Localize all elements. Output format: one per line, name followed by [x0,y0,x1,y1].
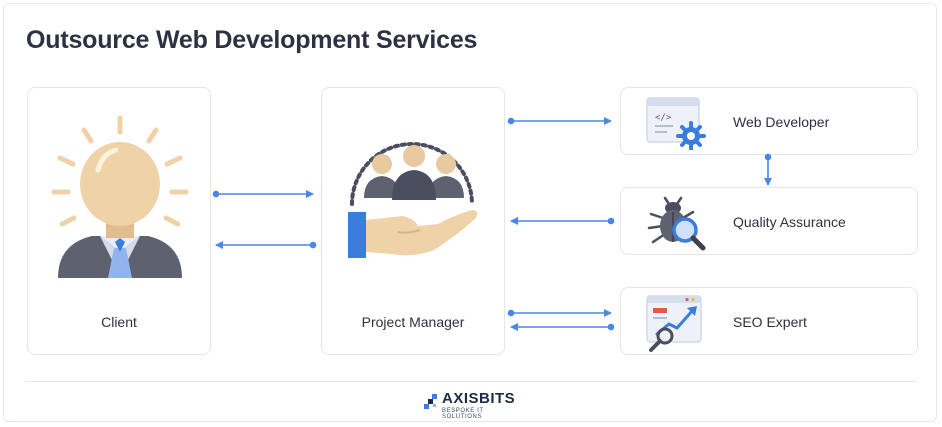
quality-assurance-card: Quality Assurance [620,187,918,255]
seo-expert-label: SEO Expert [733,314,807,330]
footer-divider [26,381,916,382]
logo-name: AXISBITS [442,390,516,407]
logo-mark-icon [424,394,437,409]
arrow-seo-to-pm [510,323,615,331]
page-title: Outsource Web Development Services [26,26,478,54]
code-gear-icon: </> [643,96,709,151]
arrow-web-developer-to-qa [764,153,772,186]
client-card: Client [27,87,211,355]
web-developer-card: </> Web Developer [620,87,918,155]
seo-chart-icon [643,294,709,352]
arrow-client-to-pm [212,190,314,198]
bug-magnifier-icon [643,194,709,252]
lightbulb-head-icon [48,112,192,282]
diagram-frame [3,3,937,422]
client-label: Client [101,314,137,330]
project-manager-card: Project Manager [321,87,505,355]
arrow-pm-to-web-developer [507,117,612,125]
team-hand-icon [342,124,486,264]
web-developer-label: Web Developer [733,114,830,130]
arrow-pm-to-seo [507,309,612,317]
quality-assurance-label: Quality Assurance [733,214,846,230]
svg-text:</>: </> [655,113,672,123]
logo-tagline: BESPOKE IT SOLUTIONS [442,408,484,420]
project-manager-label: Project Manager [361,314,465,330]
arrow-qa-to-pm [510,217,615,225]
seo-expert-card: SEO Expert [620,287,918,355]
arrow-pm-to-client [215,241,317,249]
axisbits-logo: AXISBITS BESPOKE IT SOLUTIONS [424,390,524,420]
